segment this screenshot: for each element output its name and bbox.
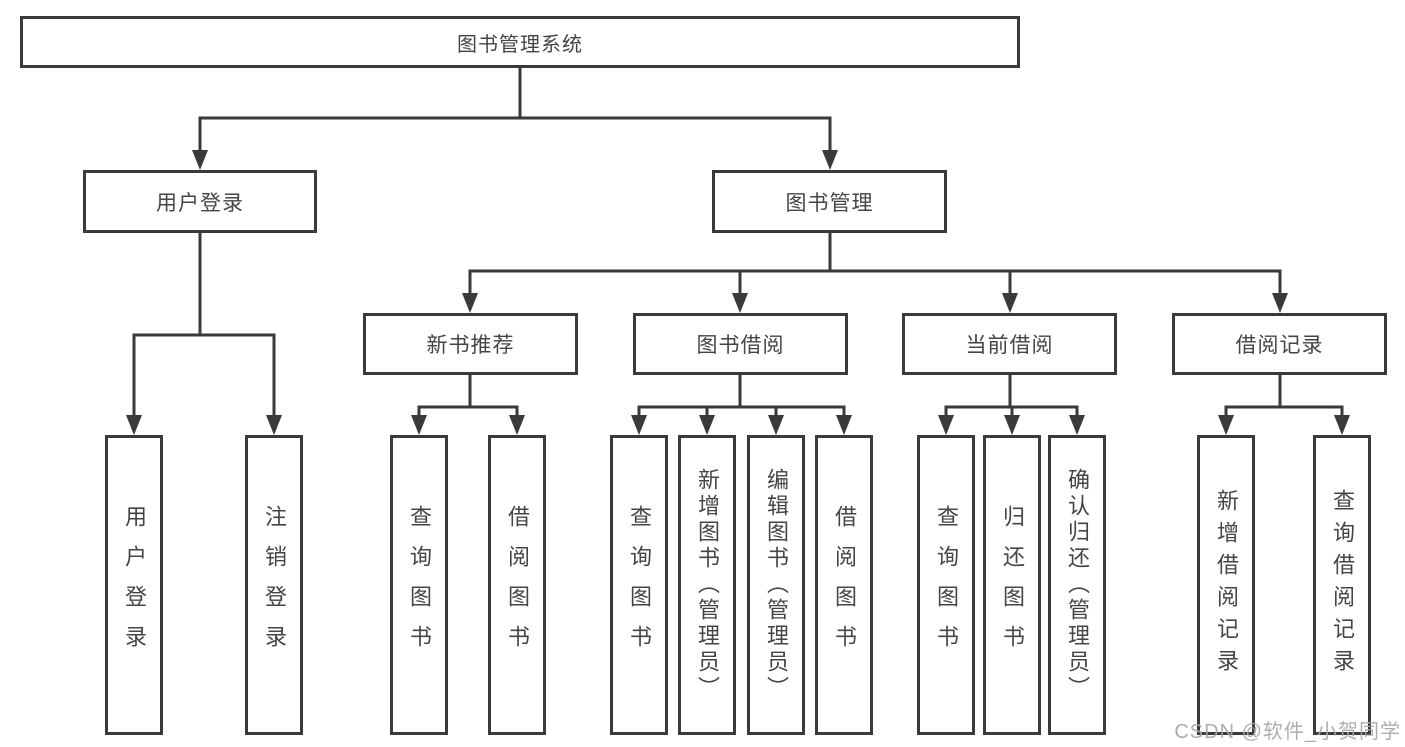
node-current-borrowing-label: 当前借阅 bbox=[965, 334, 1054, 357]
connector-new-book-rec-to-leaves bbox=[411, 373, 525, 435]
leaf-bb-edit-books-admin: 编辑图书（管理员） bbox=[747, 435, 805, 735]
connector-path bbox=[132, 231, 276, 419]
leaf-bb-borrow-books-label: 借阅图书 bbox=[832, 505, 857, 665]
arrow-down-icon bbox=[631, 415, 852, 435]
connector-book-borrowing-to-leaves bbox=[631, 373, 852, 435]
arrow-down-icon bbox=[462, 293, 1288, 313]
node-borrowing-records: 借阅记录 bbox=[1172, 313, 1387, 375]
csdn-watermark: CSDN @软件_小贺同学 bbox=[1174, 721, 1401, 743]
leaf-cb-query-books-label: 查询图书 bbox=[934, 505, 959, 665]
leaf-nbr-borrow-books-label: 借阅图书 bbox=[505, 505, 530, 665]
node-user-login-branch-label: 用户登录 bbox=[156, 191, 244, 215]
node-book-management-label: 图书管理 bbox=[785, 191, 874, 215]
leaf-nbr-query-books: 查询图书 bbox=[390, 435, 448, 735]
node-current-borrowing: 当前借阅 bbox=[902, 313, 1117, 375]
leaf-br-add-record: 新增借阅记录 bbox=[1197, 435, 1255, 735]
leaf-br-query-record: 查询借阅记录 bbox=[1313, 435, 1371, 735]
connector-root-to-level2 bbox=[192, 66, 838, 170]
leaf-cb-confirm-return-admin-label: 确认归还（管理员） bbox=[1065, 468, 1090, 702]
node-borrowing-records-label: 借阅记录 bbox=[1235, 334, 1324, 357]
leaf-user-login: 用户登录 bbox=[105, 435, 163, 735]
leaf-bb-add-books-admin: 新增图书（管理员） bbox=[678, 435, 736, 735]
node-new-book-recommendation: 新书推荐 bbox=[363, 313, 578, 375]
leaf-cb-return-books: 归还图书 bbox=[983, 435, 1041, 735]
node-new-book-recommendation-label: 新书推荐 bbox=[426, 334, 515, 357]
arrow-down-icon bbox=[126, 415, 282, 435]
node-root-system-label: 图书管理系统 bbox=[457, 33, 583, 56]
connector-path bbox=[1224, 373, 1344, 419]
node-book-borrowing-label: 图书借阅 bbox=[696, 334, 785, 357]
leaf-bb-borrow-books: 借阅图书 bbox=[815, 435, 873, 735]
connector-path bbox=[198, 66, 832, 154]
node-root-system: 图书管理系统 bbox=[20, 16, 1020, 68]
arrow-down-icon bbox=[411, 415, 525, 435]
connector-book-mgmt-to-level3 bbox=[462, 231, 1288, 313]
leaf-nbr-borrow-books: 借阅图书 bbox=[488, 435, 546, 735]
node-book-borrowing: 图书借阅 bbox=[633, 313, 848, 375]
leaf-bb-edit-books-admin-label: 编辑图书（管理员） bbox=[764, 468, 789, 702]
connector-path bbox=[637, 373, 846, 419]
leaf-logout-label: 注销登录 bbox=[262, 505, 287, 665]
arrow-down-icon bbox=[192, 150, 838, 170]
leaf-nbr-query-books-label: 查询图书 bbox=[407, 505, 432, 665]
leaf-cb-confirm-return-admin: 确认归还（管理员） bbox=[1048, 435, 1106, 735]
connector-current-borrowing-to-leaves bbox=[938, 373, 1085, 435]
connector-borrowing-records-to-leaves bbox=[1218, 373, 1350, 435]
node-book-management: 图书管理 bbox=[712, 170, 947, 233]
leaf-br-query-record-label: 查询借阅记录 bbox=[1330, 489, 1355, 681]
arrow-down-icon bbox=[1218, 415, 1350, 435]
connector-path bbox=[944, 373, 1079, 419]
leaf-logout: 注销登录 bbox=[245, 435, 303, 735]
leaf-bb-add-books-admin-label: 新增图书（管理员） bbox=[695, 468, 720, 702]
connector-user-login-to-leaves bbox=[126, 231, 282, 435]
leaf-bb-query-books: 查询图书 bbox=[610, 435, 668, 735]
connector-path bbox=[417, 373, 519, 419]
leaf-cb-return-books-label: 归还图书 bbox=[1000, 505, 1025, 665]
node-user-login-branch: 用户登录 bbox=[83, 170, 317, 233]
connector-path bbox=[468, 231, 1282, 297]
leaf-user-login-label: 用户登录 bbox=[122, 505, 147, 665]
leaf-br-add-record-label: 新增借阅记录 bbox=[1214, 489, 1239, 681]
arrow-down-icon bbox=[938, 415, 1085, 435]
leaf-cb-query-books: 查询图书 bbox=[917, 435, 975, 735]
leaf-bb-query-books-label: 查询图书 bbox=[627, 505, 652, 665]
